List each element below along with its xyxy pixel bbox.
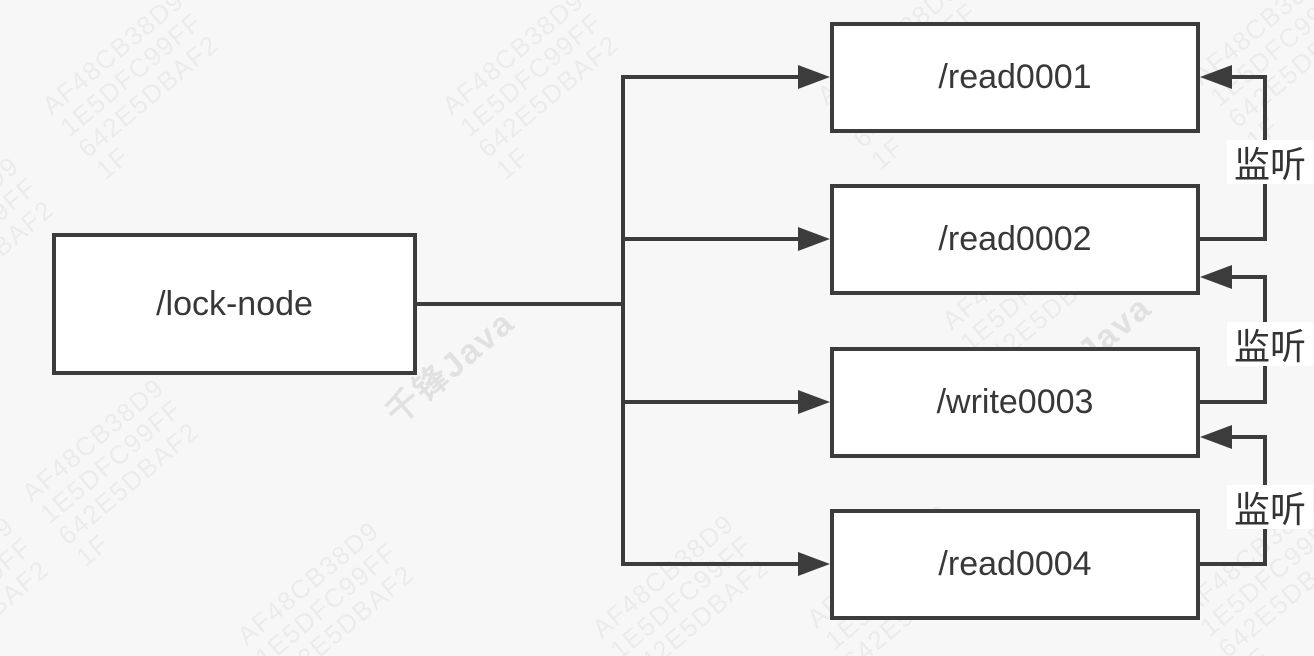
node-write0003-label: /write0003 [936,383,1094,421]
node-lock-node: /lock-node [52,233,417,375]
watch-edge-1-top [1232,75,1267,79]
node-read0004: /read0004 [830,509,1200,620]
arrowhead-to-read0004-icon [798,552,830,576]
node-read0001-label: /read0001 [938,58,1092,96]
edge-trunk [621,75,625,566]
watch-label-2-text: 监听 [1233,326,1306,367]
edge-branch-read0004 [621,562,803,566]
edge-root-to-trunk [415,302,623,306]
watch-label-3: 监听 [1227,485,1313,530]
arrowhead-to-read0002-icon [798,227,830,251]
watch-edge-3-top [1232,435,1267,439]
watch-label-1-text: 监听 [1233,144,1306,185]
edge-branch-read0002 [621,237,803,241]
edge-branch-write0003 [621,400,803,404]
watch-label-2: 监听 [1227,322,1313,367]
edge-branch-read0001 [621,75,803,79]
watch-edge-1-stub [1198,237,1267,241]
node-read0002: /read0002 [830,184,1200,295]
node-read0004-label: /read0004 [938,545,1092,583]
node-read0001: /read0001 [830,22,1200,133]
watch-arrowhead-3-icon [1200,425,1232,449]
watch-label-3-text: 监听 [1233,489,1306,530]
watch-edge-2-stub [1198,400,1267,404]
watch-edge-2-top [1232,275,1267,279]
arrowhead-to-write0003-icon [798,390,830,414]
watch-arrowhead-1-icon [1200,65,1232,89]
node-read0002-label: /read0002 [938,220,1092,258]
arrowhead-to-read0001-icon [798,65,830,89]
watch-edge-3-stub [1198,562,1267,566]
watch-label-1: 监听 [1227,140,1313,185]
node-write0003: /write0003 [830,347,1200,458]
watch-arrowhead-2-icon [1200,265,1232,289]
node-lock-node-label: /lock-node [156,284,313,323]
